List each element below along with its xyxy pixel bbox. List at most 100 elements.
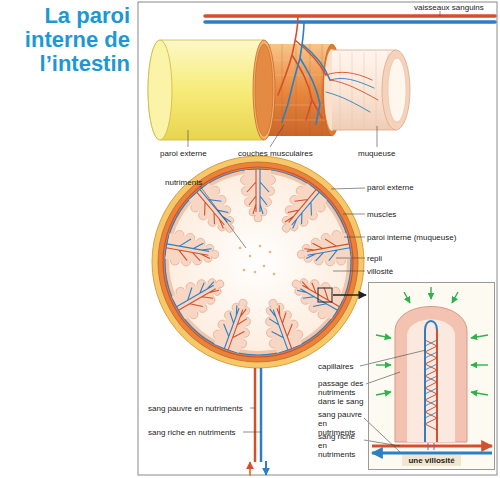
main-vessels-part: [254, 368, 257, 462]
cross-section-part: [255, 294, 306, 356]
zoom-marker: [318, 288, 366, 302]
zoom-marker-part: [333, 294, 366, 295]
cross-section-part: [210, 294, 261, 356]
zoom-marker-part: [318, 288, 332, 302]
intestine-tube-part: [340, 52, 388, 128]
cross-section-part: [294, 229, 352, 273]
main-vessels-part: [265, 461, 267, 475]
cross-section-part: [185, 180, 246, 243]
leader-lines: [188, 11, 440, 147]
villus-illustration-part: [428, 443, 434, 450]
absorption-arrows-part: [471, 392, 488, 395]
part-label: sang riche en nutriments: [318, 432, 366, 459]
part-label: paroi externe: [160, 149, 207, 158]
cross-section: [152, 156, 364, 368]
villus-illustration-part: [425, 340, 437, 418]
absorption-arrows-part: [376, 335, 391, 338]
cross-section-part-part: [263, 265, 266, 268]
intestine-tube-part: [148, 40, 172, 140]
villus-illustration-part: [407, 320, 455, 443]
leader-lines-part: [331, 188, 365, 189]
cross-section-part-part: [254, 271, 257, 274]
blood-vessels-part: [205, 20, 495, 24]
leader-lines-part: [343, 214, 365, 215]
leader-lines-part: [366, 372, 400, 384]
leader-lines-part: [333, 271, 365, 272]
part-label: repli: [367, 254, 382, 263]
cross-section-part: [152, 156, 364, 368]
leader-lines-part: [243, 432, 261, 433]
leader-lines-part: [188, 130, 189, 147]
absorption-arrows-part: [471, 335, 488, 338]
leader-lines-part: [336, 258, 365, 259]
cross-section-part-part: [259, 245, 262, 248]
intestine-tube-part: [148, 40, 264, 140]
inset-caption-text: une villosité: [402, 455, 460, 466]
absorption-arrows: [376, 287, 488, 395]
villus-illustration: [369, 283, 494, 469]
absorption-arrows-part: [376, 364, 391, 365]
part-label: couches musculaires: [238, 149, 313, 158]
villus-illustration-part: [395, 307, 467, 443]
villus-illustration-part: [369, 283, 494, 469]
cross-section-part-part: [249, 255, 252, 258]
leader-lines-part: [364, 418, 400, 452]
leader-lines: [200, 186, 365, 432]
villus-illustration-part: [425, 340, 437, 430]
leader-lines: [360, 350, 426, 452]
cross-section-part: [169, 267, 232, 324]
inset-caption: une villosité: [369, 456, 494, 466]
cross-section-part-part: [269, 251, 272, 254]
intestine-tube-part: [388, 58, 406, 122]
absorption-arrows-part: [376, 392, 391, 395]
cross-section-part: [270, 180, 331, 243]
blood-vessels-part: [282, 22, 330, 124]
leader-lines-part: [250, 408, 255, 409]
figure-title: La paroi interne de l’intestin: [4, 4, 130, 76]
blood-vessels-part: [205, 14, 495, 18]
part-label: muscles: [367, 210, 396, 219]
part-label: passage des nutriments dans le sang: [318, 379, 366, 406]
cross-section-part: [239, 245, 276, 276]
blood-vessels: [205, 16, 495, 124]
main-vessels-part: [249, 462, 251, 476]
cross-section-part-part: [273, 273, 276, 276]
absorption-arrows-part: [452, 292, 458, 303]
leader-lines-part: [377, 126, 378, 147]
leader-lines-part: [360, 350, 426, 366]
cross-section-part: [158, 162, 358, 362]
leader-lines-part: [270, 125, 284, 147]
part-label: vaisseaux sanguins: [414, 3, 484, 12]
cross-section-part: [163, 167, 353, 357]
blood-vessels-part: [326, 78, 374, 112]
absorption-arrows-part: [471, 364, 488, 365]
intestine-tube-part: [253, 40, 275, 140]
leader-lines-part: [364, 440, 400, 446]
villus-illustration-part: [425, 321, 437, 442]
figure-frame: [138, 2, 497, 475]
cross-section-part-part: [239, 247, 242, 250]
main-vessels-part: [260, 368, 263, 462]
part-label: muqueuse: [358, 149, 395, 158]
part-label: nutriments: [165, 178, 202, 187]
leader-lines-part: [344, 237, 365, 238]
inset-panel: une villosité: [368, 282, 495, 470]
blood-vessels-part: [278, 16, 326, 120]
part-label: paroi externe: [367, 183, 414, 192]
absorption-arrows-part: [430, 287, 431, 299]
cross-section-part: [241, 169, 276, 222]
part-label: villosité: [367, 267, 393, 276]
cross-section-part-part: [243, 269, 246, 272]
leader-lines-part: [200, 186, 246, 248]
part-label: sang riche en nutriments: [148, 428, 236, 437]
part-label: paroi interne (muqueuse): [367, 233, 456, 242]
intestine-tube: [148, 40, 410, 140]
cross-section-part: [163, 229, 221, 273]
part-label: capillaires: [318, 362, 354, 371]
intestine-tube-part: [255, 44, 273, 136]
villus-illustration-part: [372, 445, 492, 448]
absorption-arrows-part: [404, 292, 410, 303]
main-vessels: [250, 368, 266, 476]
intestine-tube-part: [382, 50, 410, 130]
